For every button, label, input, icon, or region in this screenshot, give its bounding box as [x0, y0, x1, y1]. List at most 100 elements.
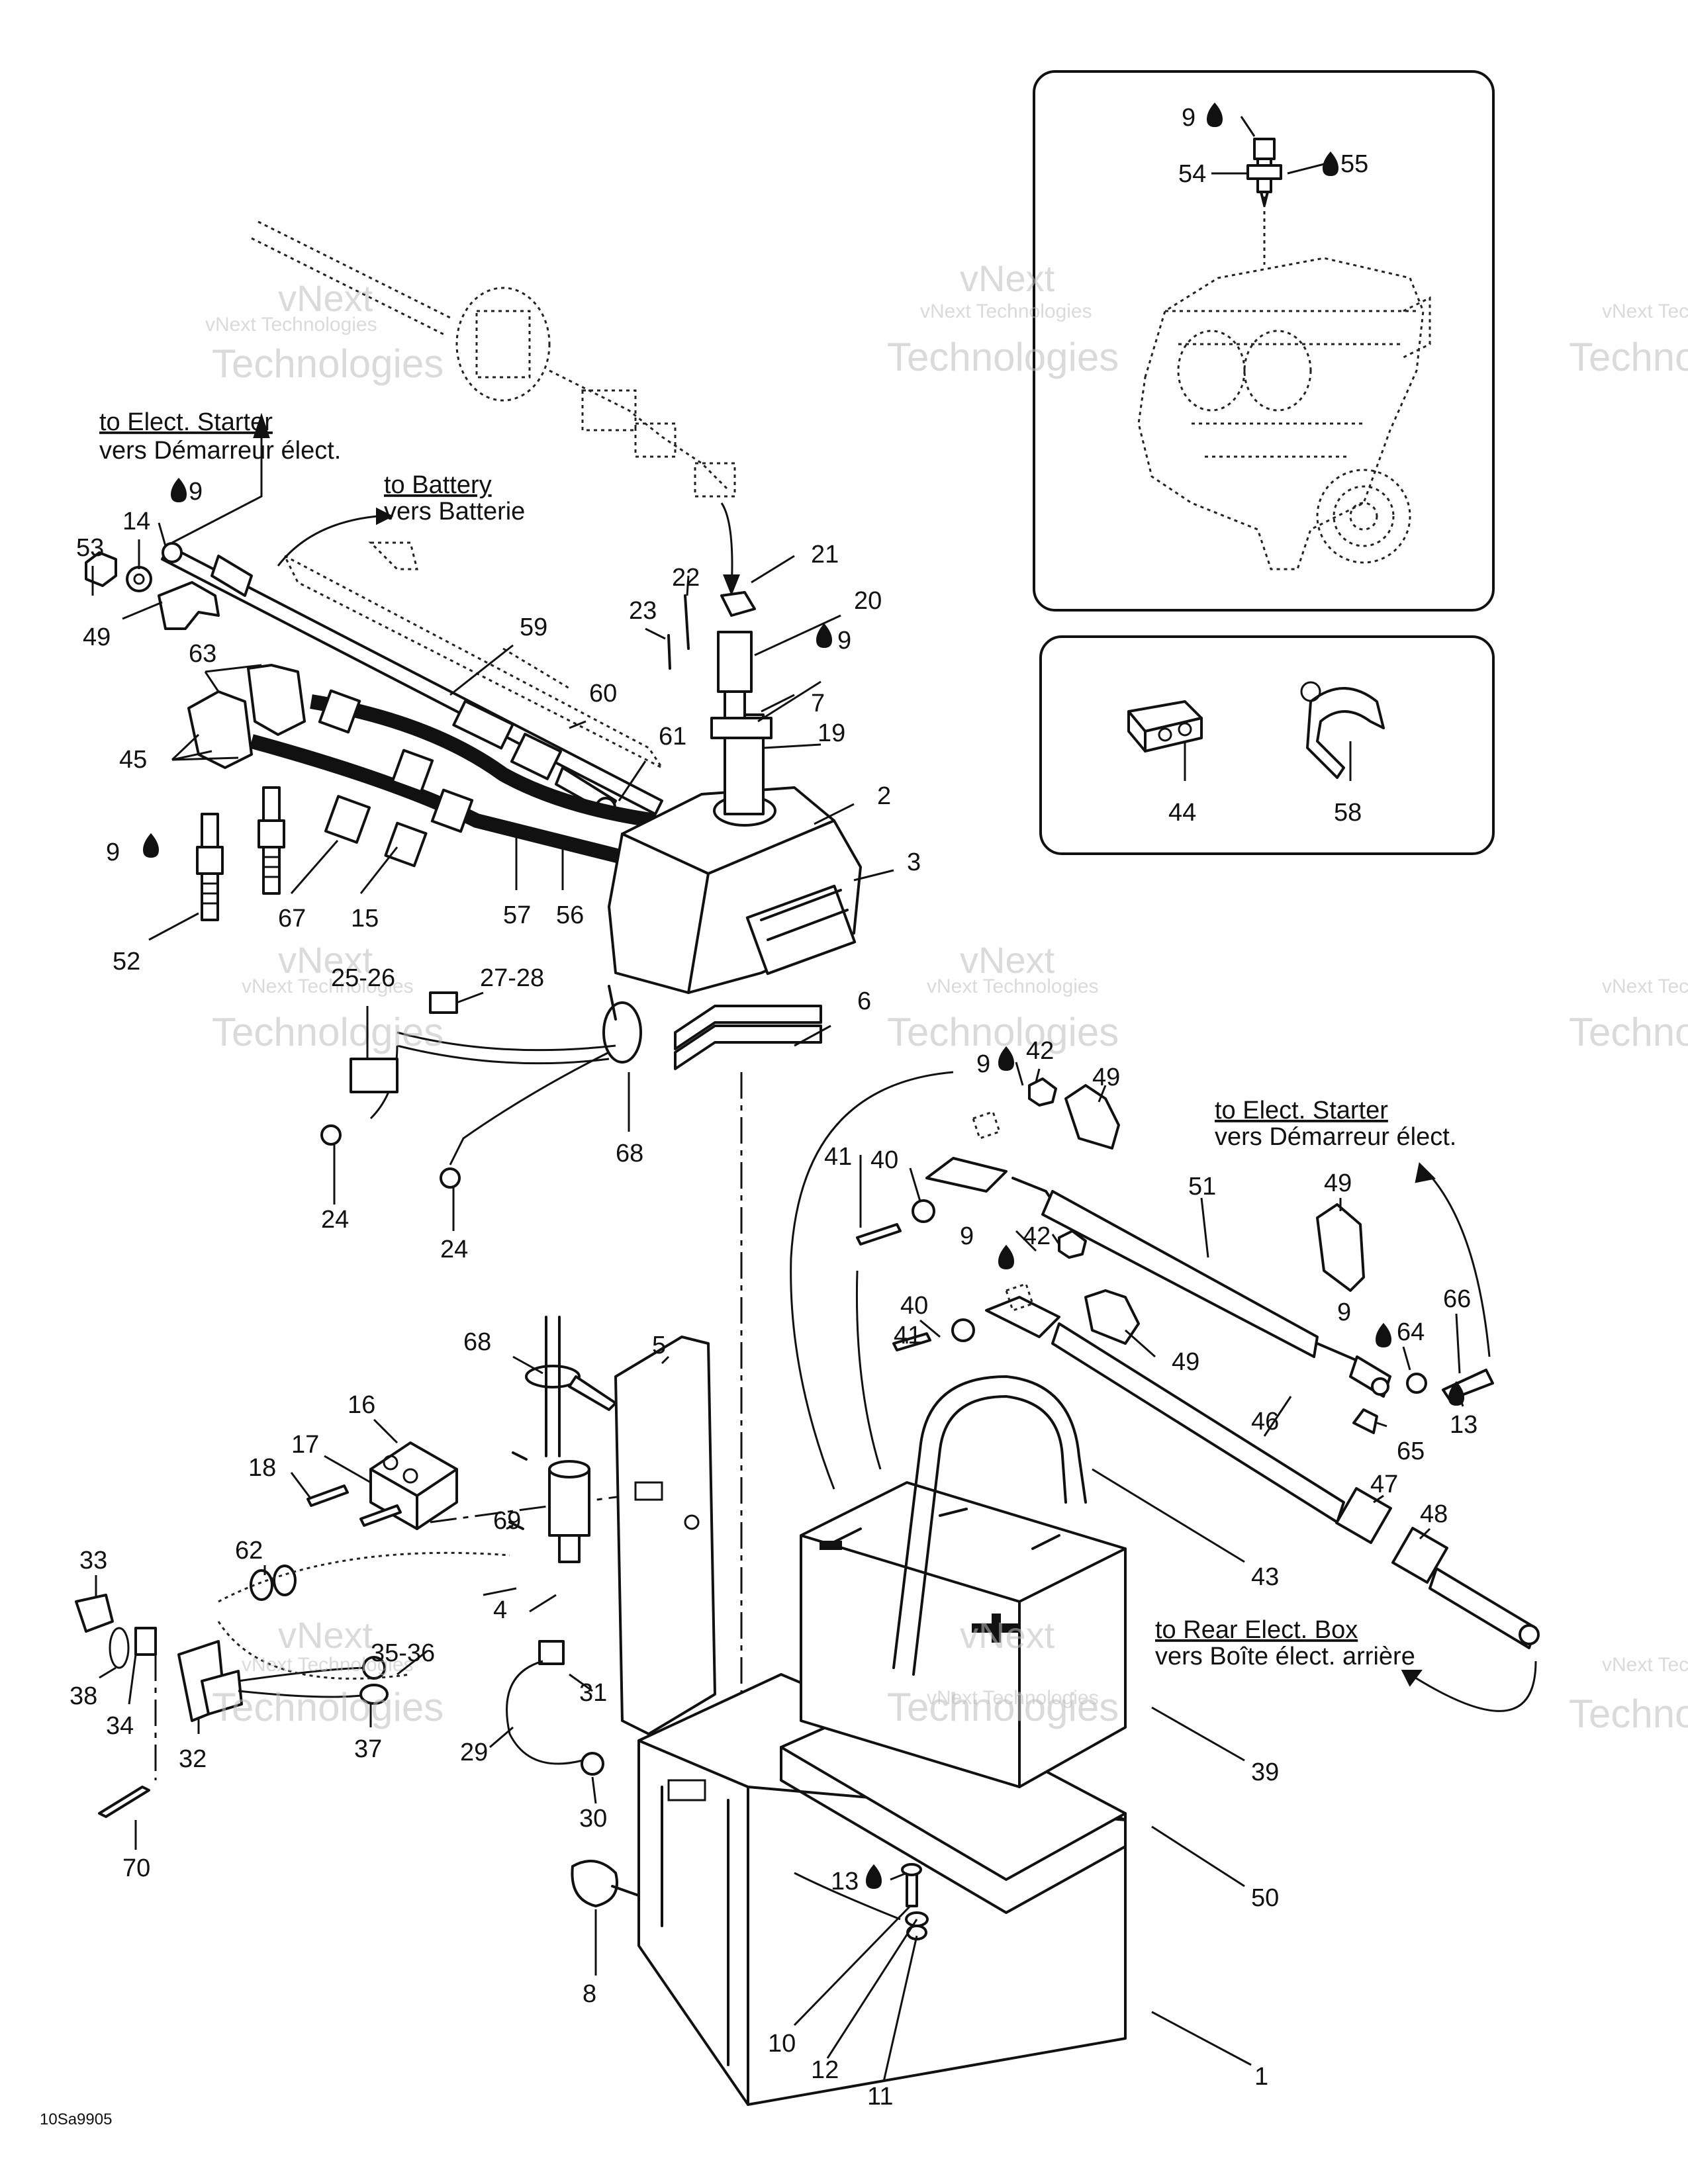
callout-54: 54: [1178, 160, 1206, 188]
callout-19: 19: [818, 719, 845, 747]
svg-text:vNext: vNext: [960, 939, 1055, 981]
pin: [98, 1786, 150, 1818]
callout-64: 64: [1397, 1318, 1425, 1346]
callout-13: 13: [1450, 1411, 1477, 1439]
callout-61: 61: [659, 723, 686, 751]
callout-3: 3: [907, 848, 921, 876]
callout-13: 13: [831, 1868, 859, 1895]
svg-text:vNext: vNext: [278, 939, 373, 981]
callout-4: 4: [493, 1596, 507, 1624]
leader-lines: [91, 116, 1464, 2082]
svg-text:Technologies: Technologies: [1569, 1692, 1688, 1736]
svg-text:Technologies: Technologies: [212, 341, 444, 386]
wire-nut: [430, 788, 474, 833]
callout-30: 30: [579, 1805, 607, 1833]
callout-14: 14: [122, 508, 150, 535]
note-elec-starter-en: to Elect. Starter: [99, 408, 273, 436]
ht-wire-57: [250, 734, 637, 868]
callout-38: 38: [70, 1682, 97, 1710]
screw: [508, 1451, 528, 1530]
callout-68: 68: [463, 1328, 491, 1356]
callout-29: 29: [460, 1739, 488, 1766]
battery: [800, 1481, 1127, 1788]
note-elec-starter-right-fr: vers Démarreur élect.: [1215, 1123, 1456, 1151]
ignition-housing: [608, 786, 862, 994]
ground-wire: [506, 1640, 604, 1776]
svg-text:vNext: vNext: [960, 257, 1055, 299]
svg-text:vNext Technologies: vNext Technologies: [927, 976, 1099, 997]
svg-text:Technologies: Technologies: [1569, 335, 1688, 379]
connector-set: [75, 1594, 389, 1722]
dotted-harness: [251, 220, 736, 498]
callout-2: 2: [877, 782, 891, 810]
block-clip: [1127, 700, 1203, 752]
svg-text:Technologies: Technologies: [1569, 1010, 1688, 1054]
svg-text:vNext Technologies: vNext Technologies: [1602, 976, 1688, 997]
note-elec-starter-right-en: to Elect. Starter: [1215, 1097, 1388, 1124]
callout-25-26: 25-26: [331, 964, 395, 992]
note-rear-box-en: to Rear Elect. Box: [1155, 1616, 1358, 1644]
note-rear-box-fr: vers Boîte élect. arrière: [1155, 1643, 1415, 1670]
callout-58: 58: [1334, 799, 1362, 827]
callout-49: 49: [1172, 1348, 1199, 1376]
callout-9: 9: [976, 1050, 990, 1078]
washer: [951, 1318, 975, 1342]
callout-9: 9: [960, 1222, 974, 1250]
watermark: vNext vNext Technologies Technologies vN…: [205, 257, 1688, 1736]
callout-42: 42: [1026, 1037, 1054, 1065]
callout-15: 15: [351, 905, 379, 933]
callout-42: 42: [1023, 1222, 1051, 1250]
svg-text:vNext: vNext: [278, 1614, 373, 1656]
callout-1: 1: [1254, 2063, 1268, 2091]
connector: [710, 591, 773, 739]
nut: [1058, 1230, 1087, 1259]
svg-text:vNext Technologies: vNext Technologies: [927, 1687, 1099, 1709]
pin: [684, 594, 690, 650]
callout-55: 55: [1340, 150, 1368, 178]
callout-41: 41: [894, 1322, 921, 1349]
callout-8: 8: [583, 1980, 596, 2008]
callout-49: 49: [83, 623, 111, 651]
svg-text:vNext Technologies: vNext Technologies: [205, 314, 377, 336]
callout-44: 44: [1168, 799, 1196, 827]
ignition-coil: [548, 1460, 590, 1563]
mounting-plate: [614, 1336, 716, 1735]
screw: [306, 1484, 349, 1507]
battery-strap: [892, 1375, 1087, 1676]
svg-text:vNext: vNext: [960, 1614, 1055, 1656]
callout-24: 24: [440, 1236, 468, 1263]
callout-6: 6: [857, 987, 871, 1015]
callout-35-36: 35-36: [371, 1639, 435, 1667]
callout-51: 51: [1188, 1173, 1216, 1201]
callout-70: 70: [122, 1854, 150, 1882]
callout-65: 65: [1397, 1437, 1425, 1465]
callout-24: 24: [321, 1206, 349, 1234]
cable-tie: [602, 1001, 642, 1064]
washer: [1406, 1373, 1427, 1394]
wire-nut: [391, 749, 434, 794]
callout-34: 34: [106, 1712, 134, 1740]
callout-50: 50: [1251, 1884, 1279, 1912]
callout-7: 7: [811, 690, 825, 717]
svg-text:vNext: vNext: [278, 277, 373, 319]
callout-53: 53: [76, 534, 104, 562]
callout-33: 33: [79, 1547, 107, 1574]
callout-18: 18: [248, 1454, 276, 1482]
engine-inset-frame: [1033, 70, 1495, 612]
svg-text:vNext Technologies: vNext Technologies: [1602, 1654, 1688, 1676]
engine-block: [1137, 146, 1431, 570]
callout-40: 40: [900, 1292, 928, 1320]
callout-37: 37: [354, 1735, 382, 1763]
nut: [1028, 1077, 1057, 1107]
callout-68: 68: [616, 1140, 643, 1167]
callout-20: 20: [854, 587, 882, 615]
svg-text:vNext Technologies: vNext Technologies: [242, 1654, 414, 1676]
spark-plug: [196, 813, 224, 921]
wire-nut: [324, 795, 371, 844]
callout-31: 31: [579, 1679, 607, 1707]
battery-cable-dotted: [282, 541, 665, 770]
callout-45: 45: [119, 746, 147, 774]
callout-49: 49: [1092, 1064, 1120, 1091]
screw: [359, 1504, 402, 1527]
